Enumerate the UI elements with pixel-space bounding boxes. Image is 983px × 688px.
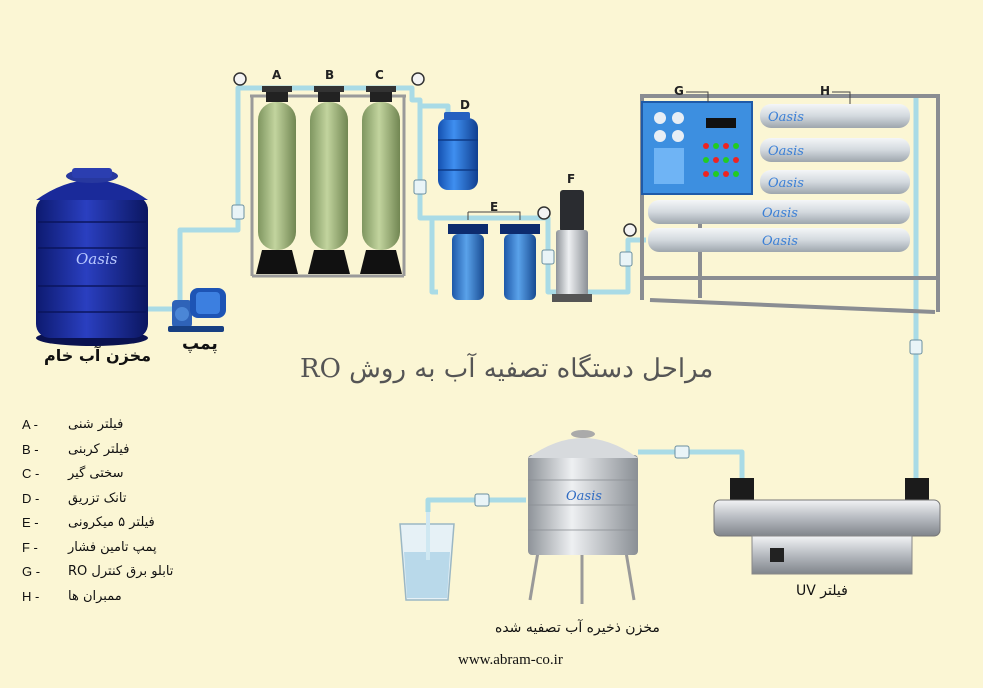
stage-letter-b: B [325,68,335,82]
legend-code: H - [22,588,40,604]
cartridge-filters [448,224,540,300]
product-tank: Oasis [528,430,638,604]
legend-code: G - [22,564,41,579]
legend-item: D - تانک تزریق [22,491,222,516]
legend-text: ممبران ها [68,588,122,604]
website-url: www.abram-co.ir [458,652,563,668]
legend-text: پمپ تامین فشار [68,539,157,555]
pressure-gauge-icon [233,72,637,237]
legend-item: B - فیلتر کربنی [22,442,222,467]
water-glass [399,512,455,601]
legend-code: A - [22,417,38,432]
legend-code: B - [22,441,39,457]
legend-code: F - [22,539,38,555]
legend-item: G - تابلو برق کنترل RO [22,564,222,589]
raw-tank-label: مخزن آب خام [44,346,152,365]
vessel-b [308,86,350,274]
membrane-housings [648,104,910,252]
stage-letter-e: E [490,200,499,214]
dosing-tank [438,112,478,190]
legend-text: تابلو برق کنترل RO [68,564,174,579]
legend-code: D - [22,490,40,506]
membrane-brand: Oasis [768,176,804,191]
pipe-fittings [231,179,923,507]
product-tank-brand: Oasis [566,489,602,504]
membrane-brand: Oasis [768,144,804,159]
ro-skid: Oasis Oasis Oasis Oasis Oasis [640,94,940,314]
stage-letter-c: C [375,68,384,82]
legend-item: F - پمپ تامین فشار [22,540,222,565]
uv-sterilizer [713,478,941,575]
legend-text: فیلتر ۵ میکرونی [68,515,155,530]
legend-item: A - فیلتر شنی [22,417,222,442]
legend: A - فیلتر شنی B - فیلتر کربنی C - سختی گیر D -… [22,417,222,613]
membrane-brand: Oasis [768,110,804,125]
legend-text: سختی گیر [68,466,124,481]
pump-label: پمپ [182,334,218,354]
vessel-a [256,86,298,274]
legend-text: فیلتر کربنی [68,441,130,457]
stage-letter-h: H [820,84,831,98]
product-tank-label: مخزن ذخیره آب تصفیه شده [495,620,660,636]
raw-water-tank: Oasis [36,168,148,346]
legend-code: C - [22,466,40,481]
legend-text: فیلتر شنی [68,417,124,432]
legend-code: E - [22,515,39,530]
legend-text: تانک تزریق [68,490,127,506]
legend-item: E - فیلتر ۵ میکرونی [22,515,222,540]
stage-letter-d: D [460,98,470,112]
legend-item: C - سختی گیر [22,466,222,491]
stage-letter-f: F [567,172,576,186]
membrane-brand: Oasis [762,234,798,249]
stage-letter-g: G [674,84,684,98]
booster-pump [552,190,592,302]
legend-item: H - ممبران ها [22,589,222,614]
uv-filter-label: فیلتر UV [796,583,848,599]
membrane-brand: Oasis [762,206,798,221]
feed-pump [168,288,226,332]
vessel-c [360,86,402,274]
raw-tank-brand: Oasis [76,250,118,268]
diagram-title: مراحل دستگاه تصفیه آب به روش RO [300,354,714,384]
stage-letter-a: A [272,68,282,82]
